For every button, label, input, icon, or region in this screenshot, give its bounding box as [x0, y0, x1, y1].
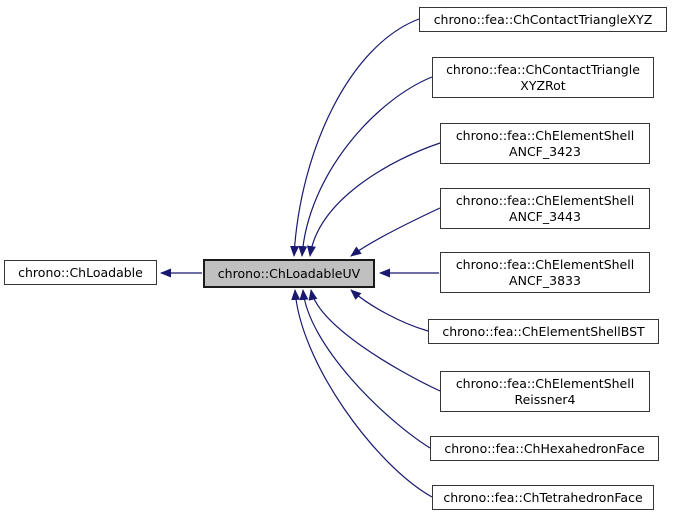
- edge-hexahedronface: [299, 289, 431, 449]
- edge-tetrahedronface: [291, 289, 433, 498]
- class-node-chelementshellancf3423[interactable]: chrono::fea::ChElementShell ANCF_3423: [440, 123, 650, 164]
- edge-contacttrianglexyz: [290, 18, 420, 257]
- class-node-chelementshellancf3443[interactable]: chrono::fea::ChElementShell ANCF_3443: [440, 188, 650, 229]
- class-node-chelementshellreissner4[interactable]: chrono::fea::ChElementShell Reissner4: [440, 371, 650, 412]
- class-node-chtetrahedronface[interactable]: chrono::fea::ChTetrahedronFace: [432, 485, 654, 510]
- class-node-chloadableuv-current: chrono::ChLoadableUV: [203, 259, 375, 288]
- edge-elementshellancf3423: [306, 142, 441, 257]
- edge-elementshellreissner4: [308, 289, 441, 392]
- class-node-chelementshellancf3833[interactable]: chrono::fea::ChElementShell ANCF_3833: [440, 252, 650, 293]
- class-node-chcontacttrianglexyzrot[interactable]: chrono::fea::ChContactTriangle XYZRot: [432, 57, 654, 98]
- edge-elementshellbst: [350, 289, 429, 332]
- edge-contacttrianglexyzrot: [298, 76, 433, 257]
- edge-elementshellancf3443: [350, 207, 441, 257]
- class-node-chhexahedronface[interactable]: chrono::fea::ChHexahedronFace: [430, 436, 659, 461]
- class-node-chcontacttrianglexyz[interactable]: chrono::fea::ChContactTriangleXYZ: [419, 7, 667, 32]
- class-node-chloadable[interactable]: chrono::ChLoadable: [4, 260, 157, 285]
- class-node-chelementshellbst[interactable]: chrono::fea::ChElementShellBST: [428, 319, 659, 344]
